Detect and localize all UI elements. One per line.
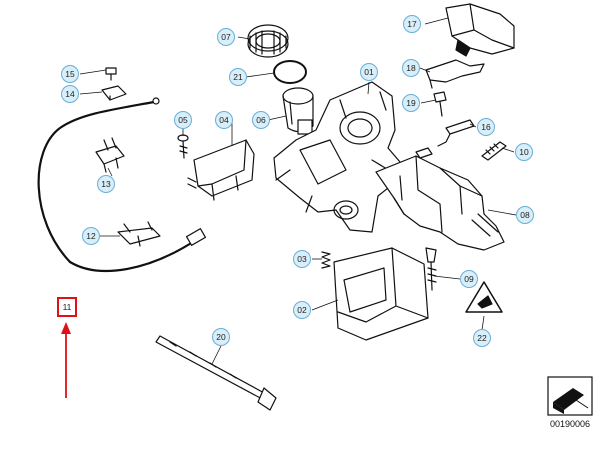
part-label-20[interactable]: 20 xyxy=(212,328,230,346)
cable-tie-drawing xyxy=(155,335,277,411)
parts-drawing xyxy=(37,3,515,411)
label-bubble xyxy=(473,329,491,347)
part-number: 03 xyxy=(297,254,307,264)
warning-label-drawing xyxy=(465,281,503,313)
part-number: 14 xyxy=(65,89,75,99)
clip-14-drawing xyxy=(101,85,127,101)
part-label-19[interactable]: 19 xyxy=(402,94,420,112)
part-label-05[interactable]: 05 xyxy=(174,111,192,129)
part-number: 21 xyxy=(233,72,243,82)
part-number: 16 xyxy=(481,122,491,132)
cap-17-drawing xyxy=(445,3,515,57)
label-bubble xyxy=(402,59,420,77)
part-number: 08 xyxy=(520,210,530,220)
reference-code: 00190006 xyxy=(550,419,590,429)
clip-13-drawing xyxy=(95,137,125,173)
part-label-01[interactable]: 01 xyxy=(360,63,378,81)
bearing-ring-drawing xyxy=(247,24,289,58)
part-number: 13 xyxy=(101,179,111,189)
label-bubble xyxy=(217,28,235,46)
pin-16-drawing xyxy=(437,119,475,147)
part-number: 02 xyxy=(297,305,307,315)
part-number: 06 xyxy=(256,115,266,125)
part-label-02[interactable]: 02 xyxy=(293,301,311,319)
label-bubble xyxy=(515,143,533,161)
label-bubble xyxy=(403,15,421,33)
part-label-08[interactable]: 08 xyxy=(516,206,534,224)
label-bubble xyxy=(460,270,478,288)
part-number: 12 xyxy=(86,231,96,241)
bracket-18-drawing xyxy=(425,59,485,89)
cable-drawing xyxy=(37,97,207,273)
label-bubble xyxy=(360,63,378,81)
screw-19-drawing xyxy=(433,91,447,117)
part-label-21[interactable]: 21 xyxy=(229,68,247,86)
label-bubble xyxy=(61,65,79,83)
label-bubble xyxy=(229,68,247,86)
part-number: 05 xyxy=(178,115,188,125)
screw-15-drawing xyxy=(105,67,117,81)
lock-cylinder-drawing xyxy=(282,87,314,135)
part-label-03[interactable]: 03 xyxy=(293,250,311,268)
part-number: 17 xyxy=(407,19,417,29)
label-bubble xyxy=(97,175,115,193)
part-number: 09 xyxy=(464,274,474,284)
label-bubble xyxy=(215,111,233,129)
screw-09-drawing xyxy=(425,247,437,291)
pin-10-drawing xyxy=(481,141,507,161)
part-number: 04 xyxy=(219,115,229,125)
label-bubble xyxy=(174,111,192,129)
part-label-12[interactable]: 12 xyxy=(82,227,100,245)
part-number: 19 xyxy=(406,98,416,108)
part-number: 20 xyxy=(216,332,226,342)
leader-lines xyxy=(79,17,517,365)
label-bubble xyxy=(293,301,311,319)
part-label-10[interactable]: 10 xyxy=(515,143,533,161)
part-number: 01 xyxy=(364,67,374,77)
label-bubble xyxy=(82,227,100,245)
label-bubble xyxy=(252,111,270,129)
ignition-switch-drawing xyxy=(375,155,505,251)
part-label-04[interactable]: 04 xyxy=(215,111,233,129)
part-label-11[interactable]: 11 xyxy=(57,297,77,317)
part-number: 07 xyxy=(221,32,231,42)
screw-05-drawing xyxy=(177,134,189,159)
label-bubble xyxy=(212,328,230,346)
highlight-arrow xyxy=(61,322,71,398)
steering-lock-housing-drawing xyxy=(273,81,401,233)
part-number: 18 xyxy=(406,63,416,73)
part-number: 15 xyxy=(65,69,75,79)
part-number: 22 xyxy=(477,333,487,343)
label-bubble xyxy=(477,118,495,136)
part-label-13[interactable]: 13 xyxy=(97,175,115,193)
cover-drawing xyxy=(333,247,429,341)
part-labels: 01 02 03 04 05 06 07 08 09 10 11 12 13 14 15 16 17 18 19 20… xyxy=(57,15,534,347)
reference-symbol: 00190006 xyxy=(547,376,593,429)
highlight-box xyxy=(57,297,77,317)
label-bubble xyxy=(516,206,534,224)
label-bubble xyxy=(293,250,311,268)
label-bubble xyxy=(402,94,420,112)
clip-12-drawing xyxy=(117,221,161,247)
part-label-09[interactable]: 09 xyxy=(460,270,478,288)
part-label-07[interactable]: 07 xyxy=(217,28,235,46)
bracket-drawing xyxy=(187,139,255,201)
clip-16-small-drawing xyxy=(415,147,433,159)
spring-drawing xyxy=(321,251,331,269)
part-number: 10 xyxy=(519,147,529,157)
part-label-15[interactable]: 15 xyxy=(61,65,79,83)
part-label-18[interactable]: 18 xyxy=(402,59,420,77)
part-label-14[interactable]: 14 xyxy=(61,85,79,103)
part-label-22[interactable]: 22 xyxy=(473,329,491,347)
label-bubble xyxy=(61,85,79,103)
part-number: 11 xyxy=(63,302,72,312)
part-label-16[interactable]: 16 xyxy=(477,118,495,136)
part-label-17[interactable]: 17 xyxy=(403,15,421,33)
o-ring-drawing xyxy=(273,60,307,84)
part-label-06[interactable]: 06 xyxy=(252,111,270,129)
